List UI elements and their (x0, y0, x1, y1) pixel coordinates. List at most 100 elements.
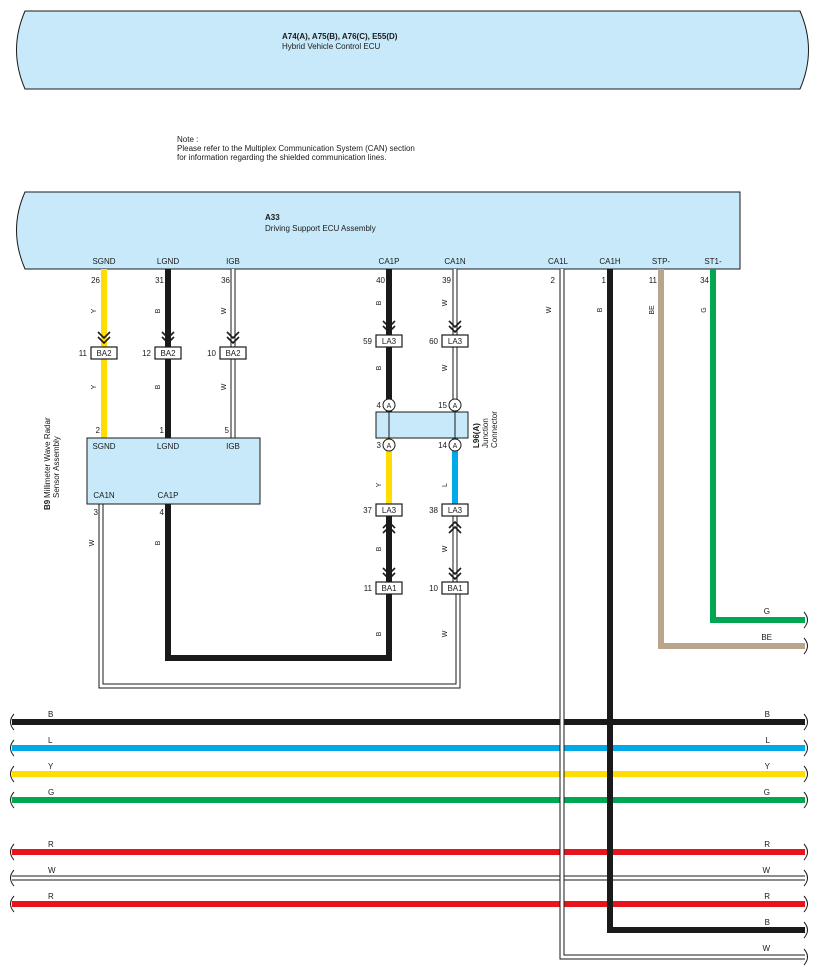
ecu-pin-label-sgnd: SGND (92, 257, 115, 266)
driving-support-ecu-code: A33 (265, 213, 280, 222)
bus-label-right-y: Y (765, 762, 771, 771)
svg-text:LA3: LA3 (448, 506, 463, 515)
right-label-w: W (762, 944, 770, 953)
hybrid-ecu-code: A74(A), A75(B), A76(C), E55(D) (282, 32, 398, 41)
junction-connector-box (375, 411, 469, 439)
connector-la3-38: LA3 38 (429, 503, 469, 517)
svg-text:12: 12 (142, 349, 151, 358)
svg-text:BA1: BA1 (381, 584, 397, 593)
wire-label-b-4: B (376, 365, 383, 370)
wire-label-y-1: Y (91, 308, 98, 313)
ecu-pin-label-ca1p: CA1P (379, 257, 400, 266)
connector-la3-37: LA3 37 (363, 503, 403, 517)
ecu-pin-num-36: 36 (221, 276, 230, 285)
wire-label-b-6: B (376, 631, 383, 636)
svg-text:10: 10 (429, 584, 438, 593)
svg-text:BA2: BA2 (225, 349, 241, 358)
wire-label-b-3: B (376, 300, 383, 305)
wire-label-y-2: Y (91, 384, 98, 389)
svg-text:60: 60 (429, 337, 438, 346)
radar-pin-num-4: 4 (160, 508, 165, 517)
bus-label-left-r1: R (48, 840, 54, 849)
junction-pin-14: 14 (438, 441, 447, 450)
ecu-pin-label-ca1n: CA1N (444, 257, 466, 266)
wire-label-w-2: W (221, 383, 228, 390)
bus-label-right-r1: R (764, 840, 770, 849)
connector-la3-59: LA3 59 (363, 334, 403, 348)
connector-chevrons (97, 320, 462, 581)
wire-stp (658, 269, 805, 649)
svg-text:LA3: LA3 (448, 337, 463, 346)
svg-text:38: 38 (429, 506, 438, 515)
junction-code: L96(A) (472, 423, 481, 448)
svg-text:BA1: BA1 (447, 584, 463, 593)
radar-pin-label-ca1p: CA1P (158, 491, 179, 500)
junction-letter-bl: A (387, 443, 392, 450)
wire-label-b-5: B (376, 546, 383, 551)
svg-text:LA3: LA3 (382, 506, 397, 515)
radar-sensor-box (86, 437, 261, 505)
radar-pin-label-lgnd: LGND (157, 442, 179, 451)
wire-radar-ca1n (98, 504, 461, 689)
wire-st1 (710, 269, 805, 623)
ecu-pin-label-lgnd: LGND (157, 257, 179, 266)
right-break-marks (803, 611, 808, 966)
wire-label-b-1: B (155, 308, 162, 313)
left-break-marks (10, 713, 15, 913)
wire-ca1h (607, 269, 805, 933)
ecu-pin-num-26: 26 (91, 276, 100, 285)
wire-label-w-6: W (442, 630, 449, 637)
radar-pin-num-1: 1 (160, 426, 165, 435)
svg-text:37: 37 (363, 506, 372, 515)
radar-code: B9 (43, 499, 52, 510)
note-block: Note : Please refer to the Multiplex Com… (177, 135, 415, 162)
ecu-pin-num-31: 31 (155, 276, 164, 285)
wire-label-l-1: L (442, 483, 449, 487)
wire-label-w-4: W (442, 364, 449, 371)
ecu-pin-num-1: 1 (602, 276, 607, 285)
bus-label-right-l: L (766, 736, 771, 745)
note-line-1: Please refer to the Multiplex Communicat… (177, 144, 415, 153)
radar-pin-label-sgnd: SGND (92, 442, 115, 451)
junction-letter-br: A (453, 443, 458, 450)
bus-label-right-g: G (764, 788, 770, 797)
bus-label-left-w: W (48, 866, 56, 875)
connector-ba2-11: BA2 11 (79, 346, 118, 360)
bus-label-left-r2: R (48, 892, 54, 901)
ecu-pin-num-11: 11 (649, 276, 658, 285)
wire-label-w-8: W (546, 306, 553, 313)
ecu-pin-num-39: 39 (442, 276, 451, 285)
wire-label-w-7: W (89, 539, 96, 546)
wire-label-g-1: G (701, 307, 708, 312)
wire-label-w-1: W (221, 307, 228, 314)
ecu-pin-num-2: 2 (551, 276, 556, 285)
junction-name-line2: Connector (490, 411, 499, 448)
svg-text:LA3: LA3 (382, 337, 397, 346)
wire-label-b-2: B (155, 384, 162, 389)
junction-letter-tl: A (387, 403, 392, 410)
wire-label-w-3: W (442, 299, 449, 306)
radar-pin-num-5: 5 (225, 426, 230, 435)
ecu-pin-label-ca1l: CA1L (548, 257, 569, 266)
ecu-pin-label-igb: IGB (226, 257, 240, 266)
driving-support-ecu-name: Driving Support ECU Assembly (265, 224, 376, 233)
wire-label-be-1: BE (649, 305, 656, 315)
wire-label-y-3: Y (376, 482, 383, 487)
ecu-pin-num-40: 40 (376, 276, 385, 285)
connector-ba2-12: BA2 12 (142, 346, 182, 360)
svg-text:BA2: BA2 (160, 349, 176, 358)
wire-label-b-7: B (155, 540, 162, 545)
wire-radar-ca1p (165, 504, 392, 661)
hybrid-ecu-name: Hybrid Vehicle Control ECU (282, 42, 380, 51)
connector-ba1-10: BA1 10 (429, 581, 469, 595)
junction-pin-15: 15 (438, 401, 447, 410)
junction-pin-4: 4 (377, 401, 382, 410)
bus-label-left-g: G (48, 788, 54, 797)
junction-pin-3: 3 (377, 441, 382, 450)
ecu-pin-label-st1: ST1- (704, 257, 722, 266)
wire-ca1l (559, 269, 805, 960)
bus-label-left-l: L (48, 736, 53, 745)
junction-name-line1: Junction (481, 418, 490, 448)
radar-pin-label-igb: IGB (226, 442, 240, 451)
